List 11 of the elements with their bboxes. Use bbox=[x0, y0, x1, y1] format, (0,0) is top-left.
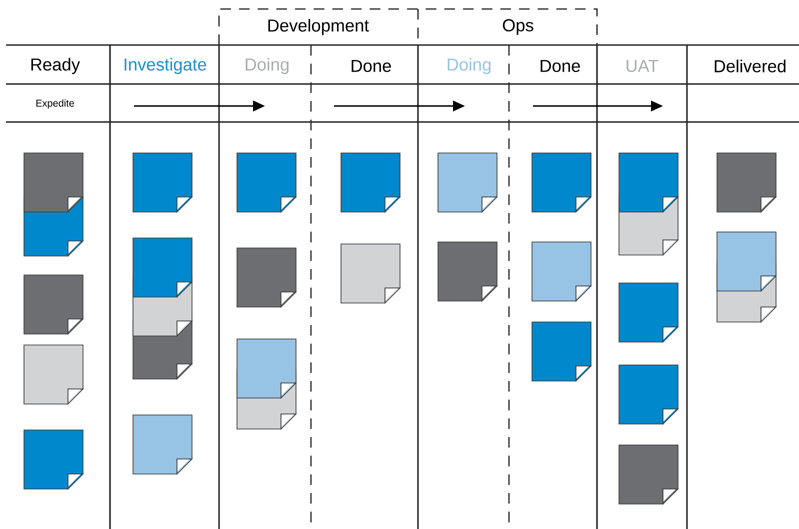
column-header: Delivered bbox=[714, 60, 786, 72]
column-header: Doing bbox=[246, 58, 289, 74]
column-header: Investigate bbox=[124, 58, 206, 74]
group-header: Ops bbox=[502, 19, 534, 35]
column-header: Done bbox=[352, 60, 391, 72]
column-header: UAT bbox=[626, 60, 658, 72]
row-label: Expedite bbox=[36, 99, 74, 109]
column-header: Doing bbox=[448, 58, 491, 74]
column-header: Done bbox=[540, 60, 580, 72]
group-header: Development bbox=[268, 18, 369, 36]
column-header: Ready bbox=[31, 58, 80, 74]
